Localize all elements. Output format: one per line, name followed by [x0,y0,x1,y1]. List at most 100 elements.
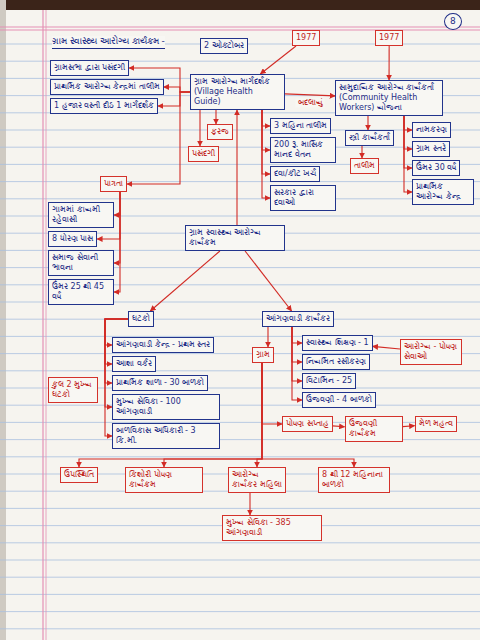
connector-arrow [367,116,368,130]
connector-arrow [292,327,302,381]
box-text: 2 ઓક્ટોબર [204,41,244,51]
red-box: ફરજ [207,124,233,140]
connector-arrow [199,110,200,146]
blue-box: પ્રાથમિક આરોગ્ય કેન્દ્ર [412,179,474,205]
blue-box: ગ્રામ આરોગ્ય માર્ગદર્શક (Village Health … [190,74,285,110]
connector-arrow [285,94,335,96]
red-box: ગ્રામ [252,347,274,363]
red-box: તાલીમ [350,158,379,174]
box-text: 3 મહિના તાલીમ [274,121,327,131]
blue-box: 200 રૂ. માસિક માનદ વેતન [270,137,336,163]
blue-box: સરકાર દ્વારા દવાઓ [270,185,336,211]
connector-arrow [262,110,270,174]
box-text: સ્વાસ્થ્ય શિક્ષણ - 1 [306,338,369,348]
box-text: મુખ્ય સેવિકા - 385 આંગણવાડી [226,518,318,538]
connector-arrow [262,110,270,198]
box-text: ગ્રામસભા દ્વારા પસંદગી [54,63,125,73]
red-box: આરોગ્ય કાર્યકર મહિલા [228,467,286,493]
blue-box: 2 ઓક્ટોબર [200,38,248,54]
ruled-line [0,577,480,578]
box-text: ગ્રામ સ્વાસ્થ્ય આરોગ્ય કાર્યક્રમ [189,228,281,248]
box-text: ઉજવણી - 4 બાળકો [306,395,372,405]
connector-arrow [164,87,190,92]
box-text: પાત્રતા [104,179,123,189]
box-text: વિટામિન - 25 [306,376,352,386]
box-text: આશા વર્કર [116,359,152,369]
connector-arrow [404,116,412,192]
blue-box: આંગણવાડી કેન્દ્ર - પ્રથમ સ્તર [112,337,214,353]
ruled-line [0,508,480,509]
box-text: દવા/કીટ ખર્ચ [274,169,316,179]
box-text: સમાજ સેવાની ભાવના [52,253,110,273]
ruled-line [0,542,480,543]
connector-arrow [262,110,270,126]
box-text: ઉજવણી કાર્યક્રમ [349,419,399,439]
red-box: આરોગ્ય - પોષણ સેવાઓ [400,339,462,365]
blue-box: સ્ત્રી કાર્યકર્તા [345,130,394,146]
left-margin-line [46,10,47,640]
red-box: 1977 [375,30,403,46]
ruled-line [0,405,480,406]
box-text: સામુદાયિક આરોગ્ય કાર્યકર્તા (Community H… [339,83,439,113]
blue-box: સામુદાયિક આરોગ્ય કાર્યકર્તા (Community H… [335,80,443,116]
connector-arrow [262,363,282,424]
blue-box: બાળવિકાસ અધિકારી - 3 કિ.મી. [112,423,220,449]
top-margin-line [0,30,480,31]
top-margin-line [0,27,480,28]
red-box: પસંદગી [188,146,219,162]
box-text: આંગણવાડી કેન્દ્ર - પ્રથમ સ્તર [116,340,210,350]
ruled-line [0,611,480,612]
ruled-line [0,336,480,337]
connector-arrow [292,327,302,400]
box-text: પ્રાથમિક આરોગ્ય કેન્દ્રમાં તાલીમ [54,82,160,92]
box-text: આરોગ્ય - પોષણ સેવાઓ [404,342,458,362]
ruled-line [0,319,480,320]
box-text: 8 ધોરણ પાસ [52,234,93,244]
connector-arrow [404,116,412,149]
left-margin-line [42,10,43,640]
blue-box: ગ્રામ સ્તરે [412,141,450,157]
box-text: ઉંમર 25 થી 45 વર્ષ [52,282,110,302]
box-text: પ્રાથમિક આરોગ્ય કેન્દ્ર [416,182,470,202]
blue-box: દવા/કીટ ખર્ચ [270,166,320,182]
edge-label: બદલાયું [296,98,325,108]
blue-box: નામકરણ [412,122,451,138]
box-text: મુખ્ય સેવિકા - 100 આંગણવાડી [116,397,216,417]
connector-arrow [262,363,354,467]
ruled-line [0,147,480,148]
blue-box: 8 ધોરણ પાસ [48,231,97,247]
connector-arrow [79,363,262,467]
ruled-lines [0,44,480,629]
connector-arrow [249,493,250,515]
blue-box: પ્રાથમિક શાળા - 30 બાળકો [112,375,208,391]
blue-box: વિટામિન - 25 [302,373,356,389]
box-text: પસંદગી [192,149,215,159]
red-box: કિશોરી પોષણ કાર્યક્રમ [125,467,203,493]
box-text: આરોગ્ય કાર્યકર મહિલા [232,470,282,490]
box-text: કિશોરી પોષણ કાર્યક્રમ [129,470,199,490]
connector-arrow [267,327,268,347]
box-text: ગ્રામ [256,350,270,360]
red-box: ઉજવણી કાર્યક્રમ [345,416,403,442]
connector-arrow [292,327,302,362]
connector-arrow [245,251,291,311]
connector-arrow [114,192,120,215]
box-text: ઘટકો [132,314,150,324]
ruled-line [0,181,480,182]
red-box: મેળ મહત્વ [415,416,458,432]
blue-box: મુખ્ય સેવિકા - 100 આંગણવાડી [112,394,220,420]
ruled-line [0,456,480,457]
connector-arrow [150,251,220,311]
ruled-line [0,439,480,440]
blue-box: ગ્રામસભા દ્વારા પસંદગી [50,60,129,76]
ruled-line [0,370,480,371]
red-box: પાત્રતા [100,176,127,192]
red-box: 8 થી 12 મહિનાના બાળકો [318,467,390,493]
blue-box: ઉંમર 25 થી 45 વર્ષ [48,279,114,305]
blue-box: 3 મહિના તાલીમ [270,118,331,134]
blue-box: આંગણવાડી કાર્યકર [262,311,334,327]
connector-arrow [333,425,345,427]
box-text: નિયમિત રસીકરણ [306,357,366,367]
box-text: પ્રાથમિક શાળા - 30 બાળકો [116,378,204,388]
